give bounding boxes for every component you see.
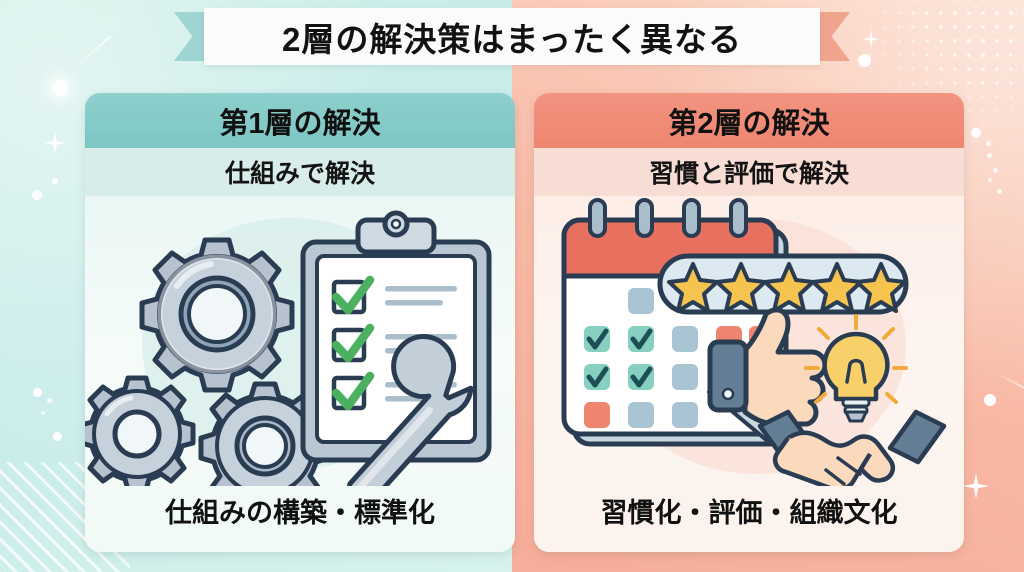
panel-layer-2[interactable]: 第2層の解決 習慣と評価で解決 [534, 93, 964, 552]
panel-layer-1-header-label: 第1層の解決 [219, 107, 381, 140]
decorative-dot [987, 153, 992, 158]
decorative-dot [47, 398, 52, 403]
decorative-dot [971, 128, 981, 138]
panel-layer-1-caption: 仕組みの構築・標準化 [85, 491, 515, 530]
star-icon [855, 262, 907, 313]
decorative-dot [52, 80, 68, 96]
panel-layer-2-subtitle-label: 習慣と評価で解決 [648, 160, 849, 188]
wrench-icon [346, 334, 474, 486]
star-icon [763, 262, 815, 313]
panel-layer-2-header-label: 第2層の解決 [668, 107, 830, 140]
gears-clipboard-wrench-icon [85, 210, 492, 486]
thumbs-up-icon [707, 307, 828, 427]
gear-large-icon [139, 237, 295, 393]
decorative-dot [988, 178, 992, 182]
panel-layer-1-subtitle-label: 仕組みで解決 [224, 160, 375, 188]
decorative-dot [997, 189, 1002, 194]
panel-layer-2-header: 第2層の解決 [534, 93, 964, 148]
decorative-dot [993, 168, 998, 173]
page-title: 2層の解決策はまったく異なる [281, 20, 743, 58]
checkmark-icon [331, 371, 457, 411]
lightbulb-icon [804, 314, 908, 423]
checkmark-icon [331, 275, 457, 315]
panel-layer-1-body: 仕組みの構築・標準化 [85, 196, 515, 552]
title-banner-body: 2層の解決策はまったく異なる [204, 8, 820, 65]
star-icon [667, 262, 719, 313]
panel-layer-2-subtitle: 習慣と評価で解決 [534, 148, 964, 196]
star-rating-badge [657, 253, 909, 315]
panel-layer-1-subtitle: 仕組みで解決 [85, 148, 515, 196]
handshake-icon [757, 409, 947, 486]
decorative-dot [986, 141, 991, 146]
gear-small-icon [85, 375, 196, 486]
decorative-dot [52, 178, 58, 184]
panel-layer-2-caption-label: 習慣化・評価・組織文化 [600, 498, 898, 528]
clipboard-icon [300, 210, 492, 463]
decorative-dot [984, 394, 996, 406]
star-icon [715, 262, 767, 313]
gear-medium-icon [198, 381, 332, 486]
calendar-stars-thumbsup-icon [561, 198, 947, 486]
decorative-dot [41, 411, 45, 415]
panel-layer-1-caption-label: 仕組みの構築・標準化 [165, 498, 435, 528]
panel-layer-1[interactable]: 第1層の解決 仕組みで解決 [85, 93, 515, 552]
panel-layer-2-body: 習慣化・評価・組織文化 [534, 196, 964, 552]
decorative-dot [32, 190, 42, 200]
decorative-dot [33, 388, 42, 397]
panel-layer-1-header: 第1層の解決 [85, 93, 515, 148]
title-banner: 2層の解決策はまったく異なる [174, 8, 850, 65]
panel-layer-2-caption: 習慣化・評価・組織文化 [534, 491, 964, 530]
decorative-dot [53, 432, 62, 441]
decorative-dot [858, 54, 871, 67]
